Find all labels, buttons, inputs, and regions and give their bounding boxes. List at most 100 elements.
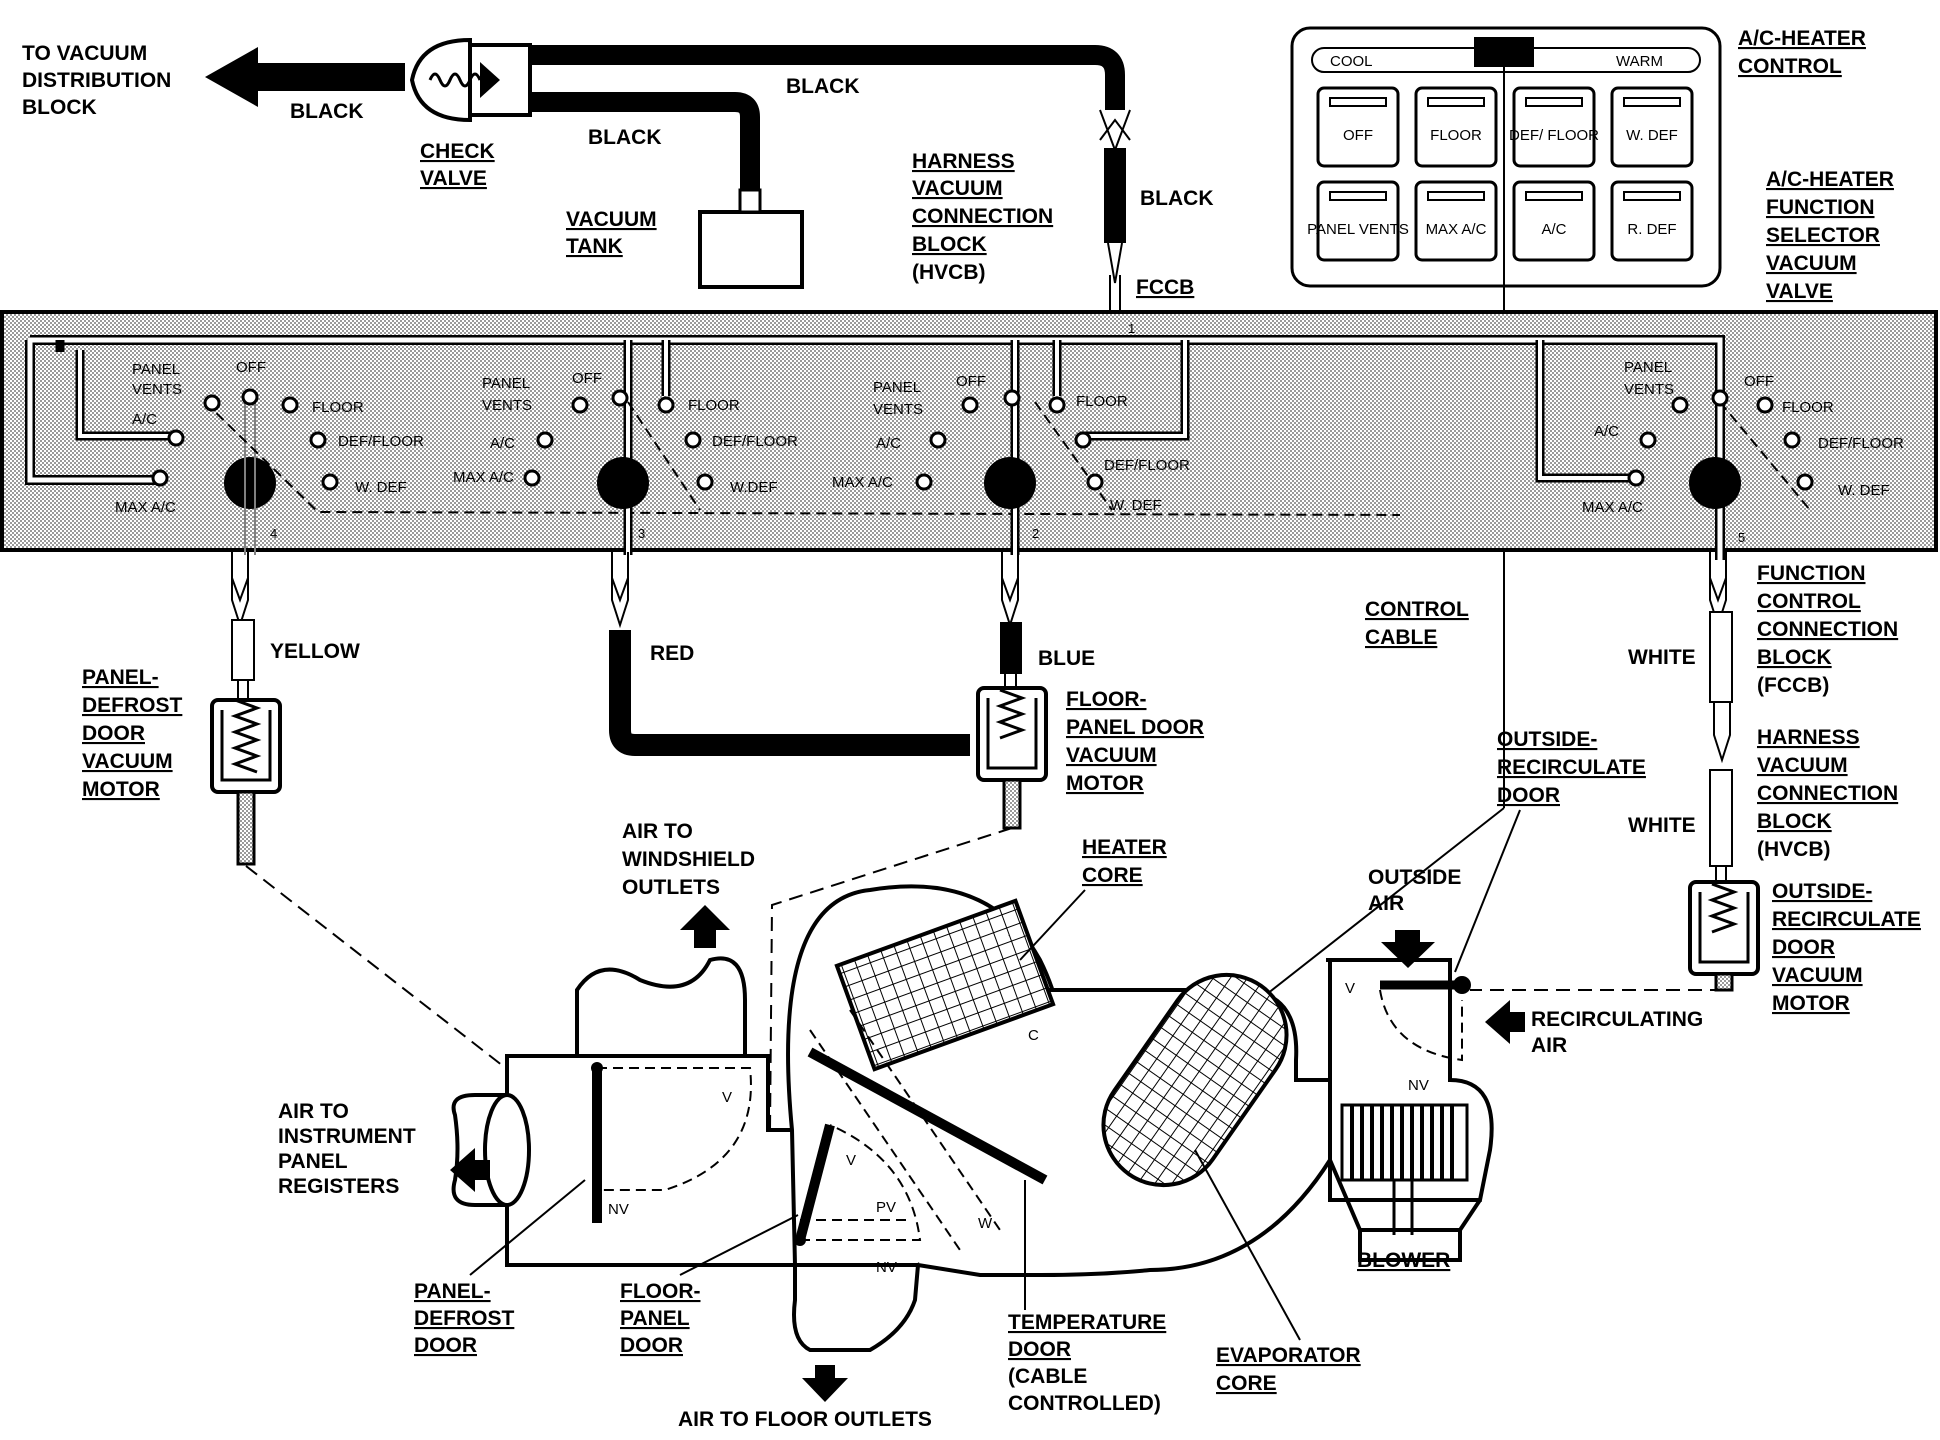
svg-text:FUNCTION: FUNCTION — [1757, 562, 1866, 585]
label-blue: BLUE — [1038, 647, 1095, 670]
svg-text:MOTOR: MOTOR — [1772, 992, 1850, 1015]
svg-text:DOOR: DOOR — [82, 722, 145, 745]
valve-2: PANEL VENTS A/C MAX A/C OFF FLOOR DEF/FL… — [453, 340, 798, 555]
control-button-panel-vents[interactable]: PANEL VENTS — [1307, 180, 1409, 262]
svg-text:DEF/FLOOR: DEF/FLOOR — [1818, 435, 1904, 452]
svg-text:VENTS: VENTS — [132, 381, 182, 398]
svg-text:OFF: OFF — [236, 359, 266, 376]
svg-text:MAX A/C: MAX A/C — [453, 469, 514, 486]
svg-text:FUNCTION: FUNCTION — [1766, 196, 1875, 219]
red-hose — [609, 552, 970, 756]
label-white-2: WHITE — [1628, 814, 1696, 837]
svg-text:5: 5 — [1738, 530, 1745, 545]
svg-text:A/C: A/C — [1541, 221, 1566, 238]
svg-text:A/C: A/C — [1594, 423, 1619, 440]
svg-text:OFF: OFF — [1744, 373, 1774, 390]
control-button-floor[interactable]: FLOOR — [1414, 86, 1498, 168]
svg-text:SELECTOR: SELECTOR — [1766, 224, 1880, 247]
label-black-top: BLACK — [786, 75, 860, 98]
label-hvcb-top: HARNESS VACUUM CONNECTION BLOCK (HVCB) — [912, 150, 1053, 284]
hvcb-top-connector — [1099, 109, 1131, 325]
svg-text:A/C: A/C — [132, 411, 157, 428]
svg-text:DOOR: DOOR — [1497, 784, 1560, 807]
arrow-recirculating-air — [1485, 1000, 1525, 1044]
svg-text:HARNESS: HARNESS — [1757, 726, 1860, 749]
svg-text:CONTROL: CONTROL — [1738, 55, 1842, 78]
svg-text:DEF/FLOOR: DEF/FLOOR — [338, 433, 424, 450]
svg-text:NV: NV — [1408, 1077, 1429, 1094]
svg-text:W.DEF: W.DEF — [730, 479, 778, 496]
svg-text:CONNECTION: CONNECTION — [1757, 618, 1898, 641]
svg-text:PANEL-: PANEL- — [82, 666, 159, 689]
svg-text:MAX A/C: MAX A/C — [1426, 221, 1487, 238]
port-1-label: 1 — [1128, 321, 1135, 336]
svg-text:PANEL: PANEL — [1624, 359, 1672, 376]
svg-text:TEMPERATURE: TEMPERATURE — [1008, 1311, 1166, 1334]
svg-text:3: 3 — [638, 526, 645, 541]
blower-wheel — [1340, 1103, 1469, 1235]
label-air-to-windshield: AIR TO WINDSHIELD OUTLETS — [622, 820, 755, 899]
svg-text:VACUUM: VACUUM — [1066, 744, 1157, 767]
svg-text:WINDSHIELD: WINDSHIELD — [622, 848, 755, 871]
svg-text:PANEL: PANEL — [873, 379, 921, 396]
control-button-ac[interactable]: A/C — [1512, 180, 1596, 262]
svg-text:V: V — [846, 1152, 856, 1169]
label-heater-core: HEATER CORE — [1082, 836, 1167, 887]
label-black-right: BLACK — [1140, 187, 1214, 210]
label-outside-recirc-motor: OUTSIDE- RECIRCULATE DOOR VACUUM MOTOR — [1772, 880, 1921, 1015]
svg-text:(HVCB): (HVCB) — [1757, 838, 1831, 861]
label-to-vacuum-distribution-block: TO VACUUM DISTRIBUTION BLOCK — [22, 42, 171, 119]
svg-text:DEF/ FLOOR: DEF/ FLOOR — [1509, 127, 1599, 144]
svg-text:MAX A/C: MAX A/C — [115, 499, 176, 516]
svg-text:VENTS: VENTS — [873, 401, 923, 418]
svg-text:FLOOR: FLOOR — [688, 397, 740, 414]
label-ac-heater-control: A/C-HEATER CONTROL — [1738, 27, 1866, 78]
arrow-instrument — [450, 1148, 490, 1192]
svg-text:AIR TO: AIR TO — [278, 1100, 349, 1123]
control-button-r-def[interactable]: R. DEF — [1610, 180, 1694, 262]
svg-text:RECIRCULATE: RECIRCULATE — [1772, 908, 1921, 931]
svg-text:(CABLE: (CABLE — [1008, 1365, 1087, 1388]
svg-text:DOOR: DOOR — [1008, 1338, 1071, 1361]
outside-recirculate-vacuum-motor — [1688, 880, 1760, 992]
control-button-max-ac[interactable]: MAX A/C — [1414, 180, 1498, 262]
label-white-1: WHITE — [1628, 646, 1696, 669]
valve-4: PANEL VENTS A/C MAX A/C OFF FLOOR DEF/FL… — [1535, 340, 1904, 545]
svg-text:VACUUM: VACUUM — [566, 208, 657, 231]
cool-label: COOL — [1330, 53, 1373, 70]
svg-text:PANEL DOOR: PANEL DOOR — [1066, 716, 1204, 739]
svg-text:MOTOR: MOTOR — [1066, 772, 1144, 795]
svg-text:VENTS: VENTS — [482, 397, 532, 414]
svg-text:DEF/FLOOR: DEF/FLOOR — [712, 433, 798, 450]
svg-text:(HVCB): (HVCB) — [912, 261, 986, 284]
svg-text:DEF/FLOOR: DEF/FLOOR — [1104, 457, 1190, 474]
svg-text:FLOOR: FLOOR — [1782, 399, 1834, 416]
arrow-floor — [802, 1365, 848, 1402]
label-outside-recirc-door: OUTSIDE- RECIRCULATE DOOR — [1497, 728, 1646, 807]
control-button-def-floor[interactable]: DEF/ FLOOR — [1509, 86, 1599, 168]
svg-text:HARNESS: HARNESS — [912, 150, 1015, 173]
control-button-w-def[interactable]: W. DEF — [1610, 86, 1694, 168]
svg-text:PANEL: PANEL — [278, 1150, 348, 1173]
svg-text:PV: PV — [876, 1199, 896, 1216]
svg-text:OFF: OFF — [956, 373, 986, 390]
svg-text:A/C: A/C — [876, 435, 901, 452]
label-ac-heater-selector-valve: A/C-HEATER FUNCTION SELECTOR VACUUM VALV… — [1766, 168, 1894, 303]
svg-text:DOOR: DOOR — [1772, 936, 1835, 959]
valve-3: PANEL VENTS A/C MAX A/C OFF FLOOR DEF/FL… — [832, 340, 1190, 555]
svg-text:V: V — [722, 1089, 732, 1106]
panel-defrost-vacuum-motor — [210, 698, 282, 866]
svg-text:INSTRUMENT: INSTRUMENT — [278, 1125, 416, 1148]
svg-text:OUTSIDE-: OUTSIDE- — [1497, 728, 1597, 751]
svg-text:OFF: OFF — [572, 370, 602, 387]
control-button-off[interactable]: OFF — [1316, 86, 1400, 168]
svg-text:VACUUM: VACUUM — [1757, 754, 1848, 777]
label-air-to-instrument: AIR TO INSTRUMENT PANEL REGISTERS — [278, 1100, 416, 1198]
svg-text:(FCCB): (FCCB) — [1757, 674, 1829, 697]
svg-text:PANEL: PANEL — [620, 1307, 690, 1330]
svg-text:W. DEF: W. DEF — [1838, 482, 1890, 499]
temperature-slider[interactable] — [1474, 37, 1534, 67]
label-check-valve: CHECK VALVE — [420, 140, 495, 190]
valve-1: PANEL VENTS A/C MAX A/C OFF FLOOR DEF/FL… — [55, 340, 1401, 555]
svg-text:VENTS: VENTS — [1624, 381, 1674, 398]
